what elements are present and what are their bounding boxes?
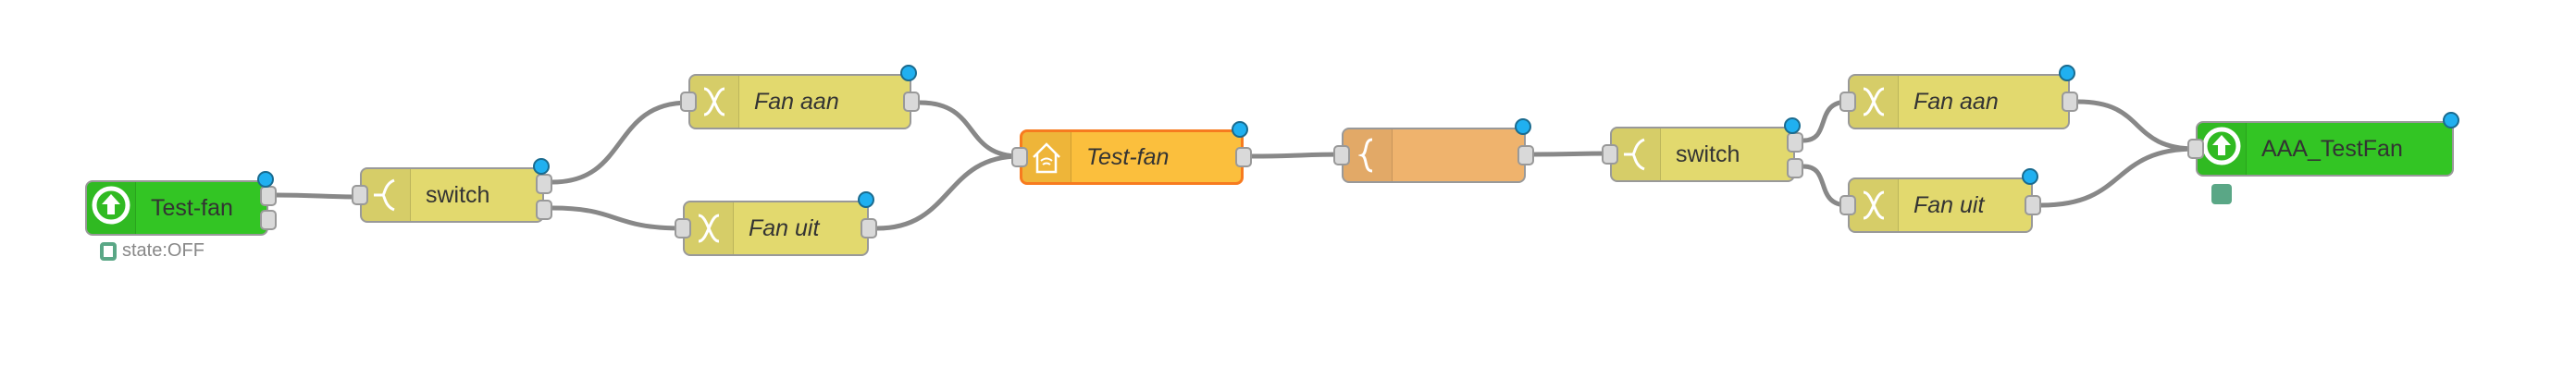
switch-icon xyxy=(1612,128,1661,180)
node-label: Test-fan xyxy=(1086,143,1170,170)
node-fan-uit-2[interactable]: Fan uit xyxy=(1839,168,2041,233)
output-port[interactable] xyxy=(2025,195,2041,215)
node-label: AAA_TestFan xyxy=(2261,135,2403,162)
wire xyxy=(551,100,689,185)
input-port[interactable] xyxy=(1602,144,1618,165)
switch-icon xyxy=(362,169,411,221)
output-port[interactable] xyxy=(861,218,877,238)
input-port[interactable] xyxy=(2187,139,2204,159)
input-port[interactable] xyxy=(1011,147,1028,167)
wire xyxy=(2077,99,2197,152)
node-fan-aan-1[interactable]: Fan aan xyxy=(680,65,920,129)
wire xyxy=(2040,146,2197,208)
status-text: state:OFF xyxy=(122,240,204,261)
output-port[interactable] xyxy=(2062,92,2078,112)
homey-icon xyxy=(2198,123,2247,175)
output-port[interactable] xyxy=(1517,145,1534,165)
input-port[interactable] xyxy=(352,185,368,205)
node-test-fan-device[interactable]: Test-fan xyxy=(85,171,277,236)
input-port[interactable] xyxy=(1839,92,1856,112)
shuffle-icon xyxy=(1850,76,1899,128)
input-port[interactable] xyxy=(680,92,697,112)
node-label: switch xyxy=(426,181,490,208)
changed-indicator xyxy=(1515,118,1531,135)
status-icon xyxy=(2211,184,2232,204)
node-status: state:OFF xyxy=(100,240,204,262)
output-port-1[interactable] xyxy=(1787,132,1803,153)
input-port[interactable] xyxy=(1839,195,1856,215)
node-fan-aan-2[interactable]: Fan aan xyxy=(1839,65,2078,129)
changed-indicator xyxy=(2022,168,2038,185)
node-label: Fan aan xyxy=(754,88,839,115)
shuffle-icon xyxy=(1850,179,1899,231)
wire xyxy=(1533,151,1611,157)
output-port-1[interactable] xyxy=(260,186,277,206)
input-port[interactable] xyxy=(675,218,691,238)
changed-indicator xyxy=(2443,112,2459,128)
node-label: Fan uit xyxy=(749,214,820,241)
home-icon xyxy=(1022,132,1071,182)
node-function[interactable] xyxy=(1333,118,1534,183)
node-homekit-test-fan[interactable]: Test-fan xyxy=(1011,121,1252,185)
output-port-2[interactable] xyxy=(1787,158,1803,178)
input-port[interactable] xyxy=(1333,145,1350,165)
changed-indicator xyxy=(257,171,274,188)
node-aaa-testfan-device[interactable]: AAA_TestFan xyxy=(2187,112,2459,177)
changed-indicator xyxy=(1232,121,1248,138)
changed-indicator xyxy=(900,65,917,81)
wire xyxy=(275,192,361,200)
output-port-1[interactable] xyxy=(536,174,552,194)
changed-indicator xyxy=(1784,117,1801,134)
node-fan-uit-1[interactable]: Fan uit xyxy=(675,191,877,256)
output-port-2[interactable] xyxy=(536,200,552,220)
output-port[interactable] xyxy=(903,92,920,112)
node-label: Test-fan xyxy=(151,194,233,221)
wire xyxy=(1802,164,1849,208)
wire xyxy=(1251,152,1343,159)
changed-indicator xyxy=(2059,65,2075,81)
changed-indicator xyxy=(533,158,550,175)
node-status xyxy=(2211,184,2232,204)
wire xyxy=(919,100,1021,159)
changed-indicator xyxy=(858,191,874,208)
output-port-2[interactable] xyxy=(260,210,277,230)
function-brace-icon xyxy=(1344,129,1393,181)
wire xyxy=(876,153,1021,231)
status-icon xyxy=(100,241,117,261)
node-switch-2[interactable]: switch xyxy=(1602,117,1803,182)
wire xyxy=(551,205,684,231)
homey-icon xyxy=(87,182,136,234)
shuffle-icon xyxy=(690,76,739,128)
output-port[interactable] xyxy=(1235,147,1252,167)
shuffle-icon xyxy=(685,202,734,254)
node-label: switch xyxy=(1676,141,1740,167)
wire xyxy=(1802,99,1849,143)
node-label: Fan uit xyxy=(1913,191,1985,218)
node-label: Fan aan xyxy=(1913,88,1999,115)
node-switch-1[interactable]: switch xyxy=(352,158,552,223)
